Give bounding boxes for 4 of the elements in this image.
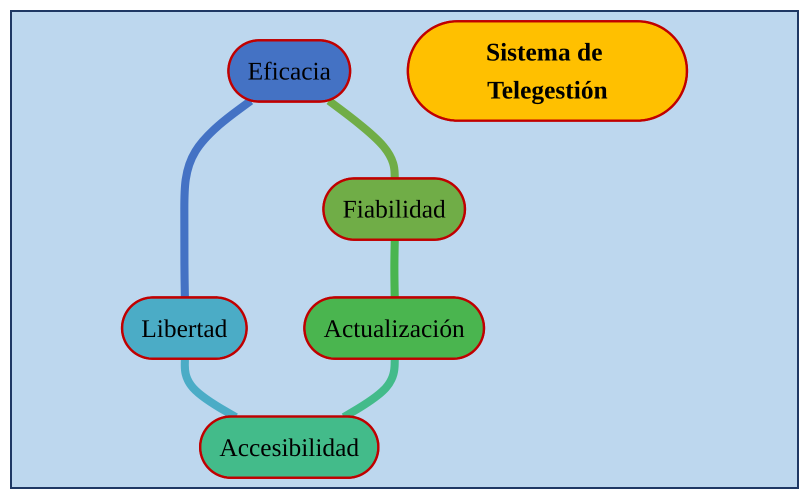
connector xyxy=(180,98,254,298)
panel-background: Eficacia Fiabilidad Sistema de Telegestión Libertad Actualización Accesibilidad xyxy=(10,10,799,489)
connector xyxy=(390,240,399,298)
connector xyxy=(326,98,399,180)
